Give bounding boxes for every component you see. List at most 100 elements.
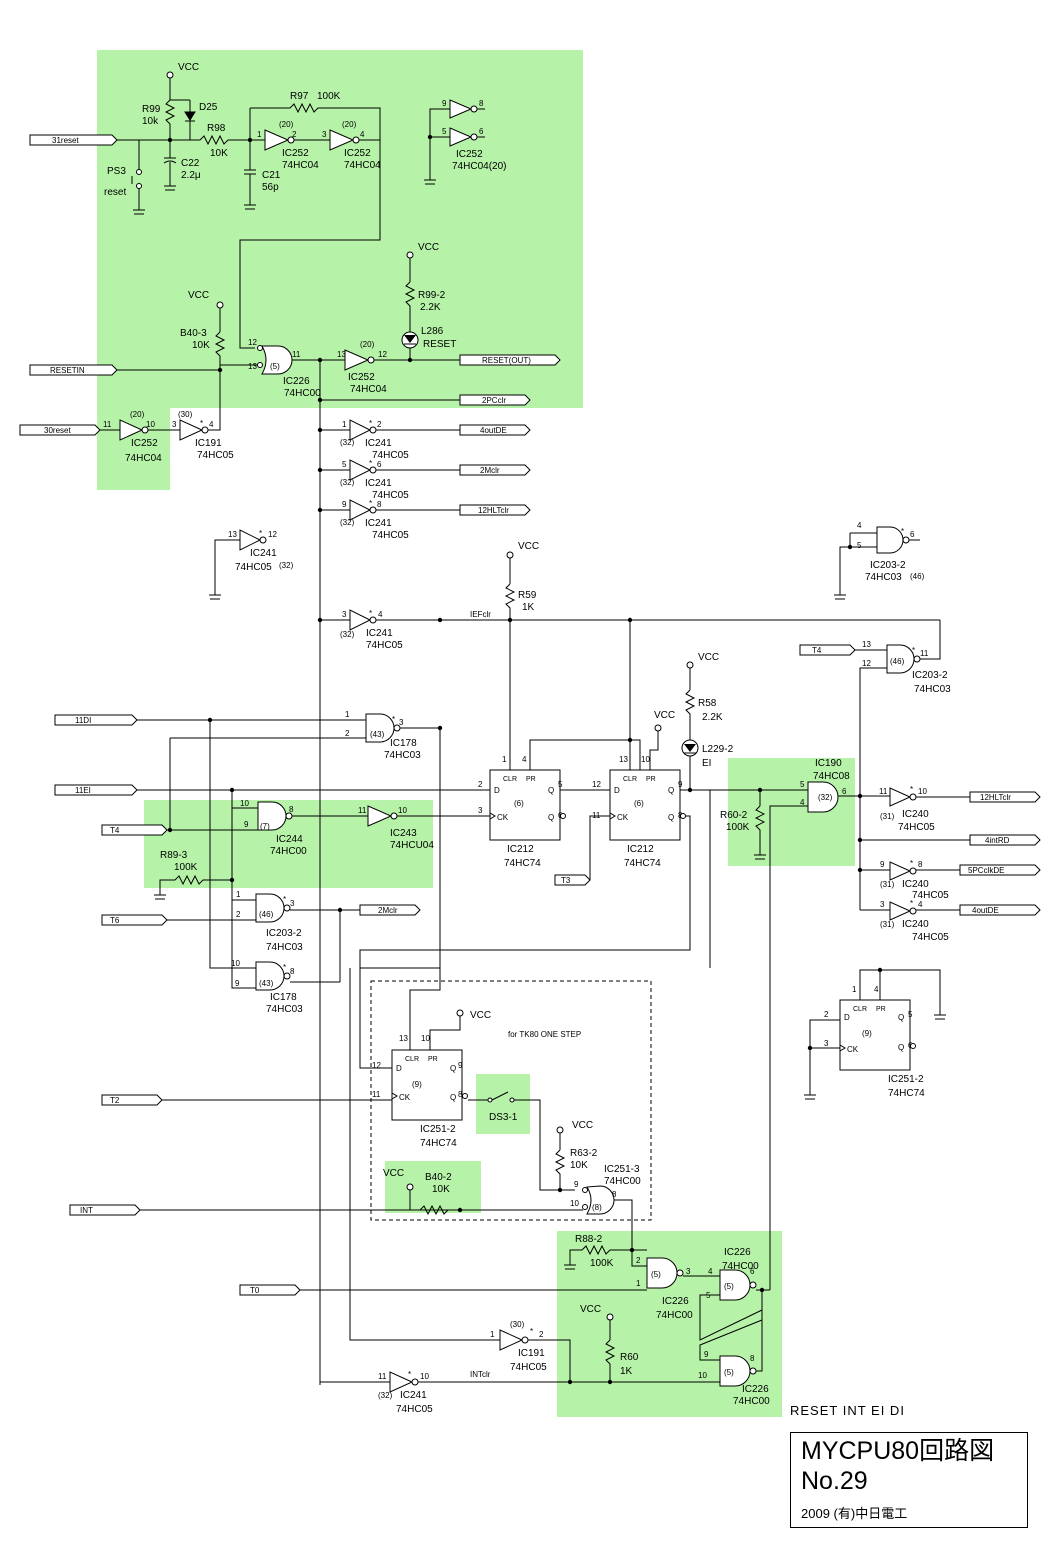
svg-text:(20): (20): [342, 120, 357, 129]
r58-l229: VCC R58 2.2K L229-2 EI: [681, 652, 734, 790]
svg-text:10: 10: [421, 1034, 430, 1043]
svg-text:B40-2: B40-2: [425, 1172, 452, 1183]
svg-text:(6): (6): [514, 799, 524, 808]
svg-text:8: 8: [289, 805, 294, 814]
connector-t6: T6: [110, 916, 120, 925]
c22-label: C22: [181, 158, 200, 169]
svg-text:3: 3: [322, 130, 327, 139]
svg-text:IC191: IC191: [195, 438, 222, 449]
svg-text:*: *: [283, 895, 286, 904]
svg-text:1: 1: [345, 710, 350, 719]
svg-text:IC212: IC212: [627, 844, 654, 855]
svg-text:D: D: [614, 786, 620, 795]
svg-text:IC178: IC178: [270, 992, 297, 1003]
svg-text:IC243: IC243: [390, 828, 417, 839]
svg-text:74HC74: 74HC74: [420, 1138, 457, 1149]
svg-text:CK: CK: [847, 1045, 859, 1054]
svg-text:74HC05: 74HC05: [912, 932, 949, 943]
ps3-reset-label: reset: [104, 187, 126, 198]
int-latch: R88-2 100K 2 1 (5) 3 IC226 74HC00 4 5 (5…: [320, 968, 770, 1415]
svg-text:VCC: VCC: [188, 290, 209, 301]
connector-t3: T3: [561, 876, 571, 885]
svg-text:5: 5: [908, 1010, 913, 1019]
svg-text:*: *: [912, 646, 915, 655]
svg-text:12: 12: [378, 350, 387, 359]
page-number: No.29: [801, 1467, 868, 1495]
svg-text:74HC05: 74HC05: [372, 530, 409, 541]
ic226-label-a: IC226: [283, 376, 310, 387]
connector-11ei: 11EI: [75, 786, 91, 795]
lower-inputs: T2 INT T0: [69, 1094, 647, 1296]
reset-section: 31reset PS3 reset VCC R99 10k D25 C22: [29, 62, 561, 1385]
svg-text:(5): (5): [724, 1282, 734, 1291]
svg-text:R58: R58: [698, 698, 717, 709]
b40-3-label: B40-3: [180, 328, 207, 339]
svg-text:IC252: IC252: [131, 438, 158, 449]
svg-text:CLR: CLR: [503, 776, 517, 783]
svg-text:*: *: [283, 963, 286, 972]
svg-text:10K: 10K: [432, 1184, 450, 1195]
svg-text:2.2K: 2.2K: [420, 302, 441, 313]
svg-text:(20): (20): [279, 120, 294, 129]
connector-2mclr-b: 2Mclr: [378, 906, 398, 915]
svg-text:74HC04(20): 74HC04(20): [452, 161, 506, 172]
svg-text:VCC: VCC: [178, 62, 199, 73]
svg-text:74HC03: 74HC03: [865, 572, 902, 583]
svg-text:4: 4: [857, 521, 862, 530]
r97-label: R97: [290, 91, 309, 102]
connector-2pcclr: 2PCclr: [482, 396, 506, 405]
intclr-label: INTclr: [470, 1370, 491, 1379]
svg-text:EI: EI: [702, 758, 711, 769]
svg-text:2.2K: 2.2K: [702, 712, 723, 723]
r98-label: R98: [207, 123, 226, 134]
svg-text:(46): (46): [910, 572, 925, 581]
svg-text:VCC: VCC: [418, 242, 439, 253]
connector-31reset: 31reset: [52, 136, 79, 145]
svg-text:100K: 100K: [590, 1258, 614, 1269]
svg-text:11: 11: [358, 806, 367, 815]
svg-text:74HC03: 74HC03: [384, 750, 421, 761]
svg-text:IC241: IC241: [400, 1390, 427, 1401]
svg-text:9: 9: [574, 1180, 579, 1189]
svg-text:6: 6: [910, 530, 915, 539]
svg-text:2: 2: [824, 1010, 829, 1019]
svg-text:Q: Q: [450, 1064, 456, 1073]
connector-reset-out: RESET(OUT): [482, 356, 531, 365]
svg-text:4: 4: [708, 1267, 713, 1276]
svg-text:74HC74: 74HC74: [624, 858, 661, 869]
svg-text:IC203-2: IC203-2: [912, 670, 948, 681]
svg-text:10: 10: [240, 799, 249, 808]
svg-text:5: 5: [558, 780, 563, 789]
connector-resetin: RESETIN: [50, 366, 85, 375]
svg-text:6: 6: [479, 127, 484, 136]
svg-text:6: 6: [377, 460, 382, 469]
svg-text:6: 6: [842, 787, 847, 796]
r99-2-label: R99-2: [418, 290, 446, 301]
svg-text:IC240: IC240: [902, 809, 929, 820]
connector-5pcclkde: 5PCclkDE: [968, 866, 1004, 875]
connector-4intrd: 4intRD: [985, 836, 1010, 845]
svg-text:74HC04: 74HC04: [125, 453, 162, 464]
ic241-buffers: 1 * 2 (32) IC241 74HC05 4outDE 5 * 6 (32…: [209, 419, 940, 651]
svg-text:12: 12: [248, 338, 257, 347]
svg-text:D: D: [396, 1064, 402, 1073]
svg-text:9: 9: [458, 1061, 463, 1070]
connector-t2: T2: [110, 1096, 120, 1105]
svg-text:100K: 100K: [726, 822, 750, 833]
ic203-t4: T4 13 12 (46) * 11 IC203-2 74HC03: [799, 620, 951, 910]
svg-text:1: 1: [490, 1330, 495, 1339]
svg-text:74HC05: 74HC05: [912, 890, 949, 901]
svg-text:11: 11: [920, 649, 929, 658]
connector-12hltclr-b: 12HLTclr: [980, 793, 1011, 802]
svg-text:1K: 1K: [620, 1366, 633, 1377]
svg-text:12: 12: [862, 659, 871, 668]
svg-text:74HC03: 74HC03: [266, 942, 303, 953]
iefclr-label: IEFclr: [470, 610, 491, 619]
svg-text:3: 3: [399, 718, 404, 727]
svg-text:56p: 56p: [262, 182, 279, 193]
svg-text:8: 8: [377, 500, 382, 509]
connector-11di: 11DI: [75, 716, 91, 725]
svg-text:100K: 100K: [174, 862, 198, 873]
svg-text:8: 8: [612, 1190, 617, 1199]
svg-text:(20): (20): [360, 340, 375, 349]
